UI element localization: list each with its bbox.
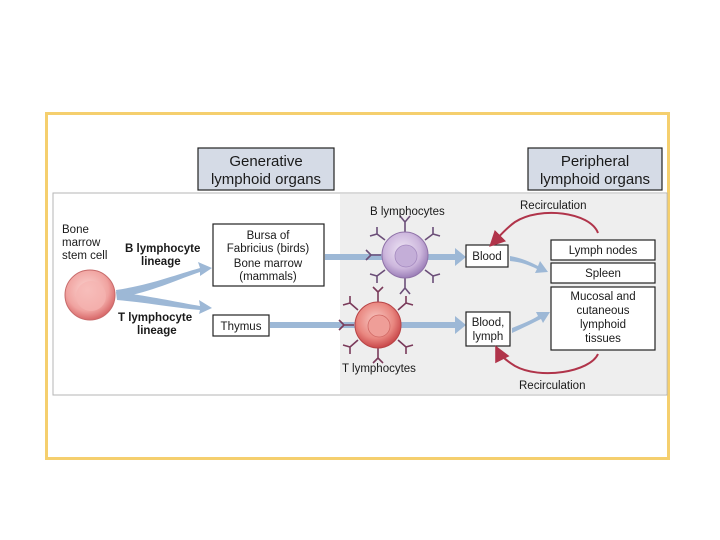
blood-box — [465, 244, 509, 268]
blood-lymph-line-1: Blood, — [472, 317, 505, 329]
lymph-nodes-box — [550, 239, 656, 261]
mucosal-line-3: lymphoid — [580, 319, 626, 331]
generative-header-line1: Generative — [229, 153, 302, 170]
mucosal-line-1: Mucosal and — [570, 291, 635, 303]
b-lineage-label-2: lineage — [141, 256, 181, 268]
lymph-to-peripheral-arrow — [512, 312, 550, 333]
blood-to-peripheral-arrow — [510, 256, 548, 273]
spleen-label: Spleen — [585, 268, 621, 280]
t-lineage-label-1: T lymphocyte — [118, 312, 192, 324]
peripheral-header-line1: Peripheral — [561, 153, 629, 170]
stem-cell-nucleus — [76, 281, 106, 311]
generative-header-box — [197, 147, 335, 191]
recirculation-label-top: Recirculation — [520, 200, 586, 212]
b-lymphocytes-label: B lymphocytes — [370, 206, 445, 218]
t-lymphocytes-label: T lymphocytes — [342, 363, 416, 375]
generative-header-line2: lymphoid organs — [211, 171, 321, 188]
stem-cell-label-3: stem cell — [62, 250, 107, 262]
blood-lymph-line-2: lymph — [473, 331, 504, 343]
mucosal-line-4: tissues — [585, 333, 621, 345]
b-lineage-arrow — [116, 262, 212, 298]
t-lymphocyte — [338, 286, 414, 364]
bursa-line-4: (mammals) — [239, 271, 297, 283]
recirculation-arrow-top — [489, 211, 599, 247]
recirculation-label-bottom: Recirculation — [519, 380, 585, 392]
peripheral-header-box — [527, 147, 663, 191]
t-lineage-label-2: lineage — [137, 325, 177, 337]
thymus-box — [212, 314, 270, 337]
bursa-bone-marrow-box — [212, 223, 325, 287]
stem-cell-label-2: marrow — [62, 237, 101, 249]
mucosal-line-2: cutaneous — [576, 305, 629, 317]
b-lineage-label-1: B lymphocyte — [125, 243, 200, 255]
t-lineage-arrow — [116, 292, 212, 314]
bursa-line-3: Bone marrow — [234, 258, 303, 270]
bursa-line-1: Bursa of — [247, 230, 291, 242]
blood-label: Blood — [472, 251, 501, 263]
b-lymphocyte — [365, 215, 441, 295]
thymus-label: Thymus — [221, 321, 262, 333]
stem-cell-label-1: Bone — [62, 224, 89, 236]
spleen-box — [550, 262, 656, 284]
blood-lymph-box — [465, 311, 511, 347]
bursa-line-2: Fabricius (birds) — [227, 243, 310, 255]
lymph-nodes-label: Lymph nodes — [569, 245, 638, 257]
mucosal-tissues-box — [550, 286, 656, 351]
peripheral-header-line2: lymphoid organs — [540, 171, 650, 188]
recirculation-arrow-bottom — [495, 345, 599, 375]
